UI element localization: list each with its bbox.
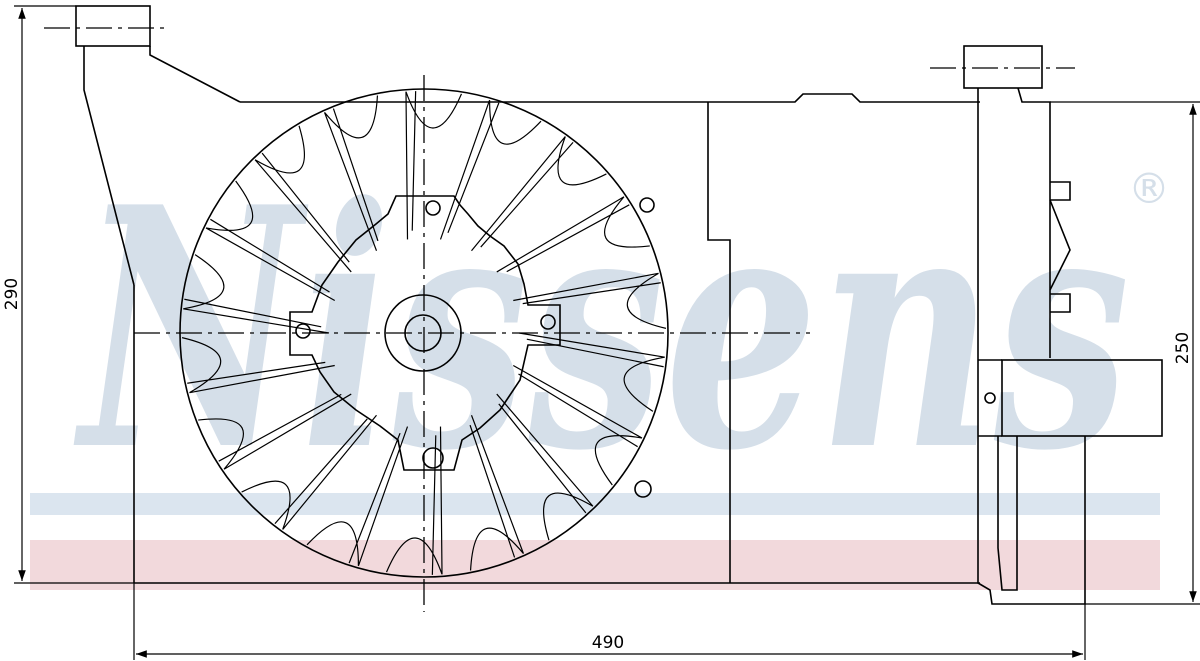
dimension-label-490: 490 [592, 633, 624, 653]
fan-blade [512, 364, 643, 486]
dimension-label-250: 250 [1173, 332, 1193, 364]
motor-plate [289, 195, 561, 471]
fan-blade [439, 99, 542, 240]
fan-blade [254, 125, 352, 273]
fan [179, 88, 669, 578]
bolt-hole [295, 323, 311, 339]
watermark-band-blue [30, 493, 1160, 515]
fan-blade [198, 393, 352, 470]
fan-blade [181, 337, 335, 394]
fan-blade [496, 196, 650, 273]
fan-blade [241, 414, 377, 530]
bolt-hole [425, 200, 441, 216]
dimensions: 290 250 490 [2, 5, 1200, 660]
watermark: Nissens ® [30, 135, 1170, 590]
fan-blades [181, 91, 667, 575]
fan-blade [405, 91, 463, 240]
fan-blade [471, 136, 607, 252]
center-lines [44, 27, 1075, 612]
shroud-outline [75, 5, 980, 584]
registered-mark: ® [1128, 164, 1170, 213]
dimension-label-290: 290 [2, 278, 22, 310]
fan-blade [513, 272, 667, 329]
right-bracket [963, 45, 1163, 605]
fan-blade [469, 415, 525, 571]
fan-blade [323, 95, 379, 251]
mount-hole [639, 197, 655, 213]
connector-box [1001, 359, 1163, 437]
fan-blade [496, 393, 594, 541]
left-mount-tab [75, 5, 151, 47]
watermark-band-pink [30, 540, 1160, 590]
right-mount-tab [963, 45, 1043, 89]
bolt-hole [422, 447, 444, 469]
mount-hole [634, 480, 652, 498]
fan-blade [205, 180, 336, 302]
watermark-brand: Nissens [72, 135, 1130, 523]
fan-blade [518, 332, 665, 412]
fan-blade [183, 254, 330, 334]
bolt-hole [540, 314, 556, 330]
